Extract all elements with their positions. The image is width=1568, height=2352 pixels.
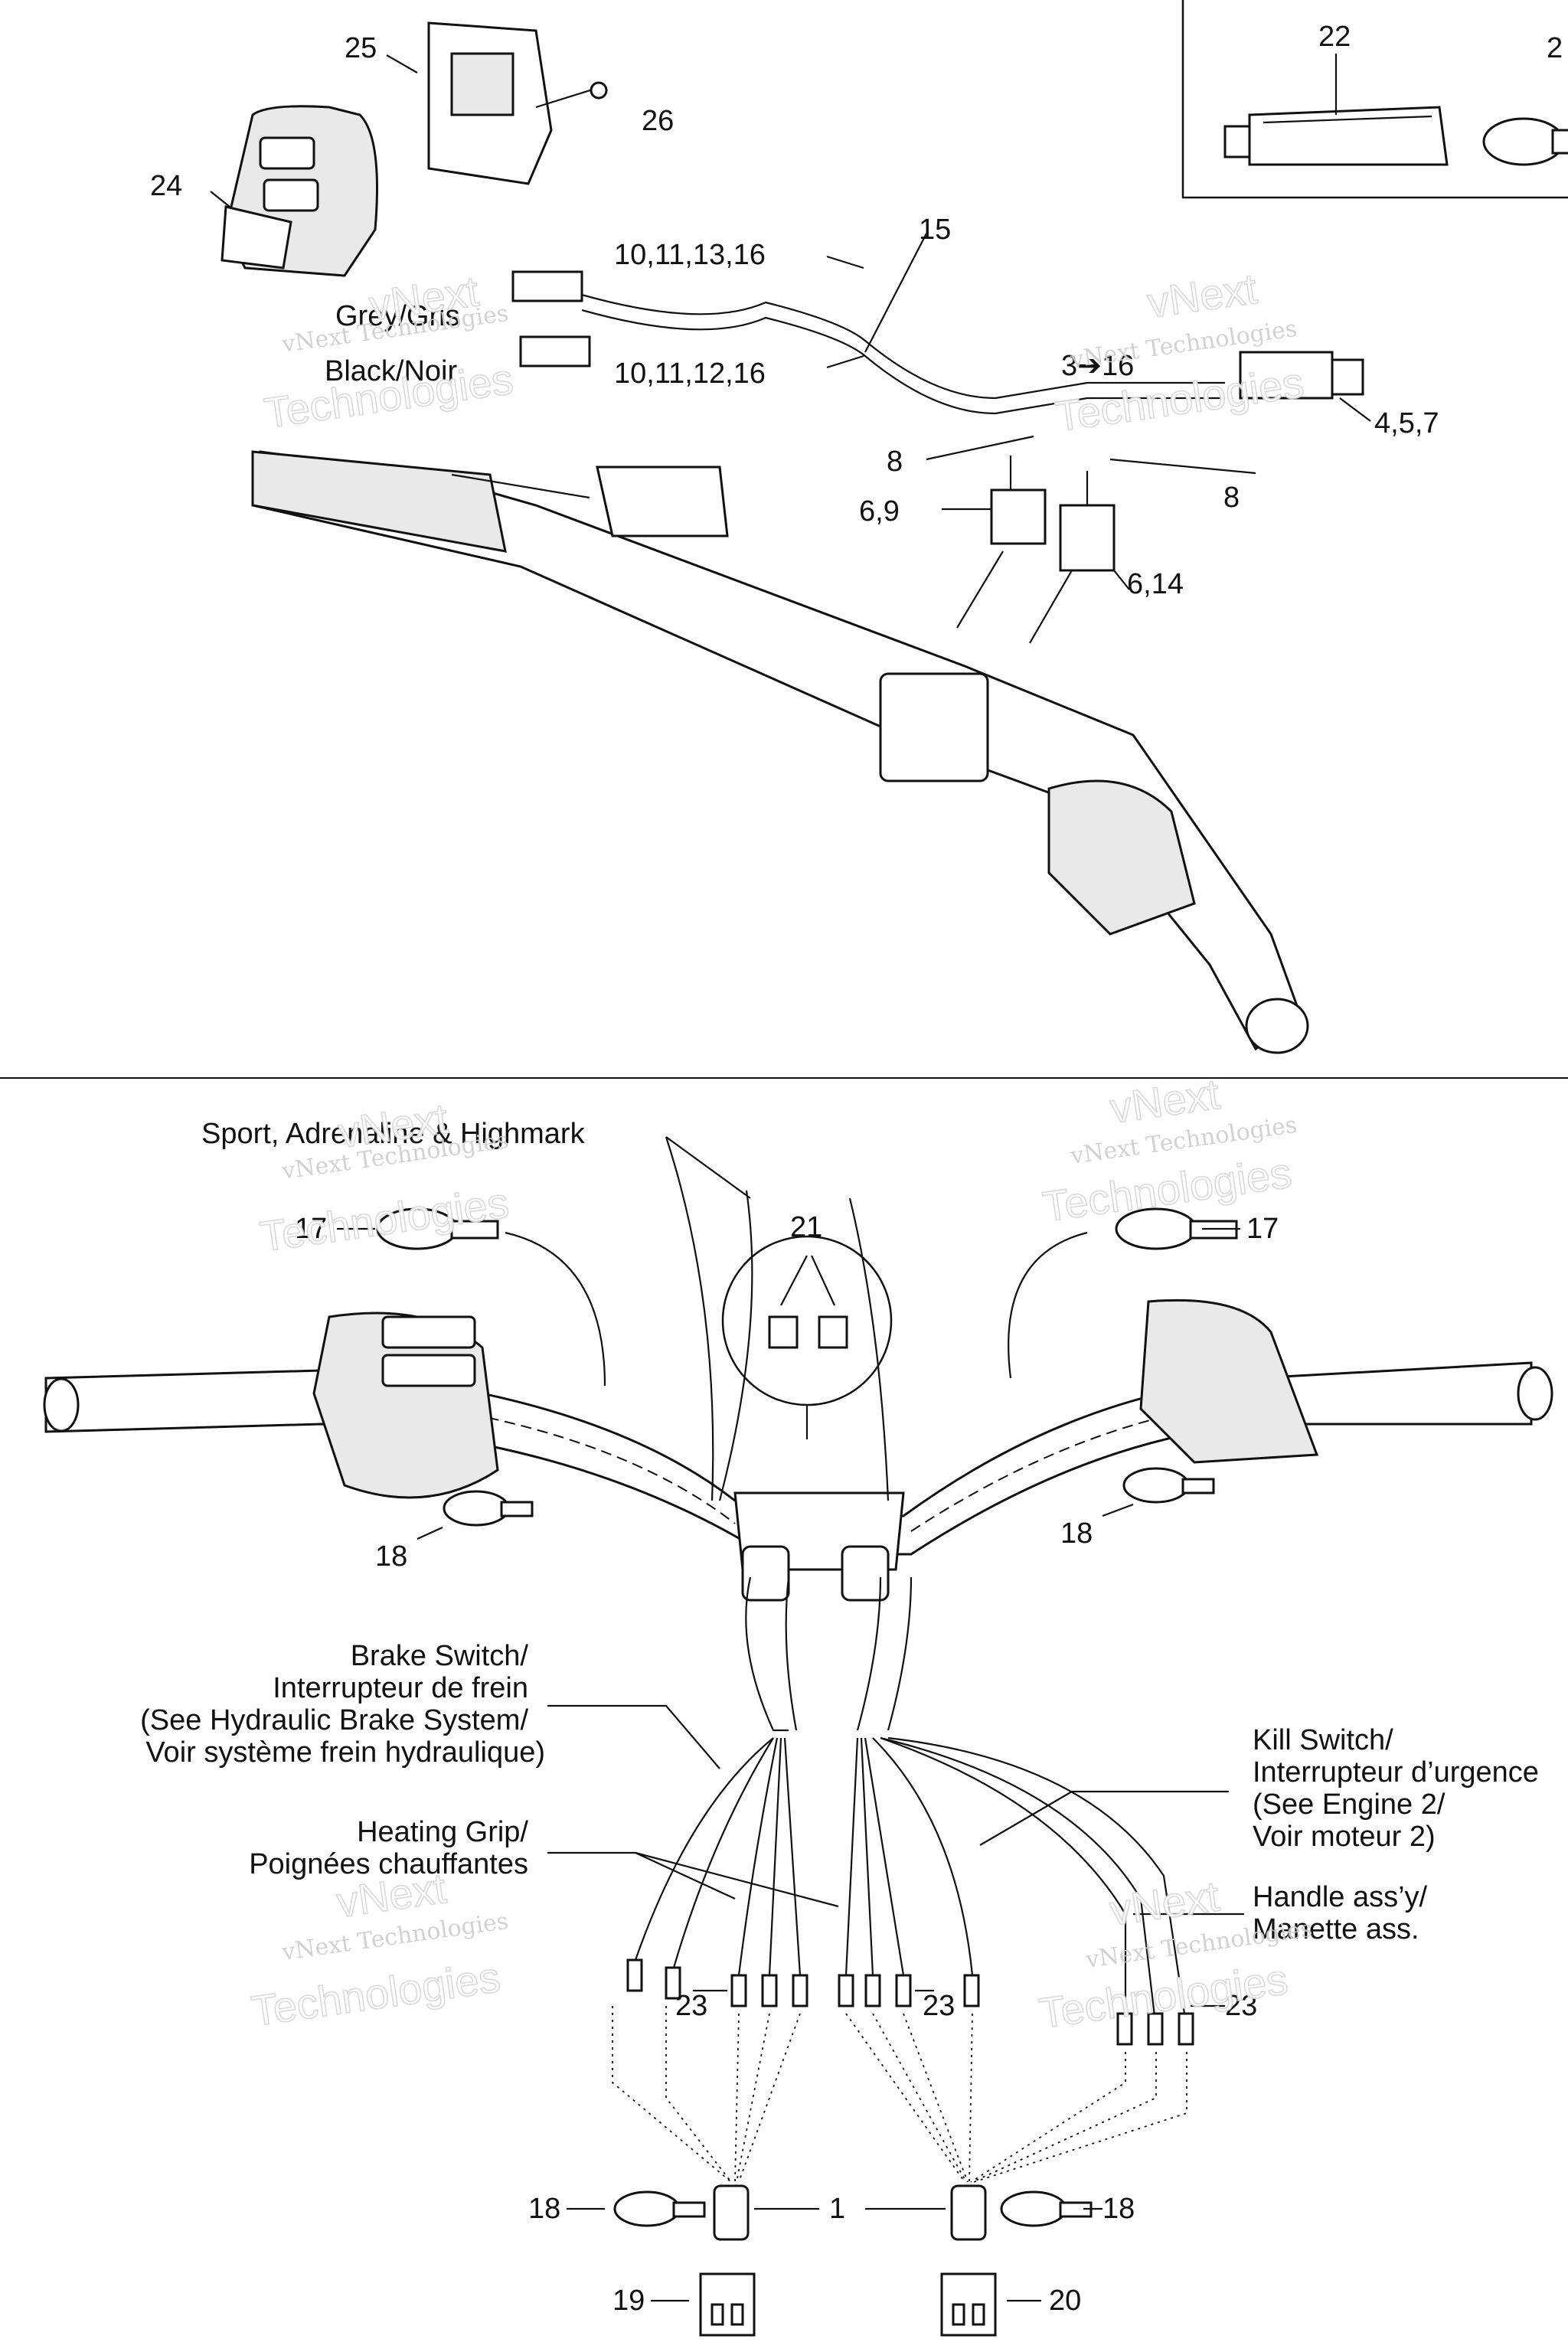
sleeve-right [950, 2184, 987, 2241]
callout-19: 19 [612, 2285, 645, 2317]
cable-tie-part [1482, 117, 1568, 166]
svg-text:Brake Switch/: Brake Switch/ [351, 1640, 529, 1672]
callout-18-c: 18 [528, 2193, 560, 2225]
switch-housing-part [220, 105, 378, 277]
handle-assy-label: Handle ass’y/ Manette ass. [1253, 1881, 1428, 1945]
brake-switch-label: Brake Switch/ Interrupteur de frein (See… [140, 1640, 545, 1769]
svg-text:(See Engine 2/: (See Engine 2/ [1253, 1788, 1446, 1821]
cable-tie-18-a [443, 1490, 534, 1527]
handlebar-assembly-bottom [43, 1298, 1553, 1602]
svg-text:Technologies: Technologies [1036, 1955, 1290, 2037]
svg-text:Interrupteur de frein: Interrupteur de frein [273, 1672, 528, 1704]
callout-17-left: 17 [295, 1213, 327, 1245]
connector-4-5-7 [1239, 351, 1334, 400]
plug-20 [940, 2272, 997, 2337]
callout-22: 22 [1318, 21, 1351, 53]
cable-tie-18-d [1000, 2190, 1093, 2227]
callout-26: 26 [642, 105, 674, 137]
callout-6-9: 6,9 [859, 495, 900, 528]
cable-tie-17-left [376, 1207, 499, 1250]
callout-10-11-13-16: 10,11,13,16 [614, 239, 766, 271]
terminals-23 [626, 1958, 1194, 2046]
callout-25: 25 [345, 32, 377, 64]
svg-text:Voir moteur 2): Voir moteur 2) [1253, 1821, 1436, 1853]
callout-10-11-12-16: 10,11,12,16 [614, 358, 766, 390]
callout-20: 20 [1049, 2285, 1081, 2317]
svg-text:vNext: vNext [1107, 1871, 1223, 1934]
callout-18-a: 18 [375, 1540, 407, 1573]
inset-box [1181, 0, 1568, 199]
main-harness [581, 293, 1225, 400]
wire-fan-left [634, 1737, 802, 1976]
svg-text:Handle ass’y/: Handle ass’y/ [1253, 1881, 1428, 1913]
callout-24: 24 [150, 170, 182, 202]
callout-23-left: 23 [675, 1990, 707, 2022]
cable-tie-18-c [613, 2190, 706, 2227]
sleeve-left [713, 2184, 750, 2241]
grease-tube-part [1223, 106, 1449, 166]
model-label: Sport, Adrenaline & Highmark [201, 1118, 586, 1150]
cable-tie-18-b [1122, 1467, 1215, 1504]
svg-text:Heating Grip/: Heating Grip/ [357, 1816, 528, 1848]
svg-text:vNext: vNext [1145, 264, 1260, 327]
callout-3-to-16: 3➔16 [1061, 350, 1134, 382]
callout-18-b: 18 [1060, 1517, 1093, 1550]
callout-6-14: 6,14 [1127, 568, 1184, 600]
connector-6-9 [990, 488, 1047, 545]
cable-tie-17-right [1115, 1207, 1238, 1250]
kill-switch-label: Kill Switch/ Interrupteur d’urgence (See… [1253, 1724, 1539, 1853]
svg-text:Interrupteur d’urgence: Interrupteur d’urgence [1253, 1756, 1539, 1788]
dotted-routing [612, 2006, 1187, 2183]
terminal-inset-circle [721, 1235, 893, 1406]
callout-21: 21 [790, 1211, 822, 1243]
plug-19 [699, 2272, 756, 2337]
callout-8-left: 8 [887, 446, 903, 478]
switch-cover-part [427, 21, 553, 185]
callout-17-right: 17 [1246, 1213, 1279, 1245]
grey-wire-label: Grey/Gris [335, 300, 460, 332]
callout-23-right: 23 [1225, 1990, 1257, 2022]
svg-text:Manette ass.: Manette ass. [1253, 1913, 1419, 1945]
handlebar-assembly-top [251, 450, 1309, 1054]
svg-text:Poignées chauffantes: Poignées chauffantes [249, 1848, 528, 1880]
heating-grip-label: Heating Grip/ Poignées chauffantes [249, 1816, 528, 1880]
callout-23-mid: 23 [923, 1990, 955, 2022]
connector-6-14 [1059, 504, 1116, 572]
callout-partial: 2 [1547, 32, 1563, 64]
black-wire-label: Black/Noir [325, 355, 457, 387]
callout-4-5-7: 4,5,7 [1374, 407, 1439, 439]
wire-fan-right [844, 1736, 1188, 2030]
callout-1: 1 [829, 2193, 845, 2225]
svg-text:Voir système frein hydraulique: Voir système frein hydraulique) [145, 1736, 545, 1769]
svg-text:Technologies: Technologies [257, 1178, 511, 1261]
callout-8-right: 8 [1223, 482, 1240, 514]
svg-text:Kill Switch/: Kill Switch/ [1253, 1724, 1393, 1756]
svg-text:(See Hydraulic Brake System/: (See Hydraulic Brake System/ [140, 1704, 528, 1736]
black-connector [519, 335, 591, 368]
grey-connector [511, 270, 583, 302]
callout-15: 15 [919, 214, 951, 246]
callout-18-d: 18 [1102, 2193, 1135, 2225]
